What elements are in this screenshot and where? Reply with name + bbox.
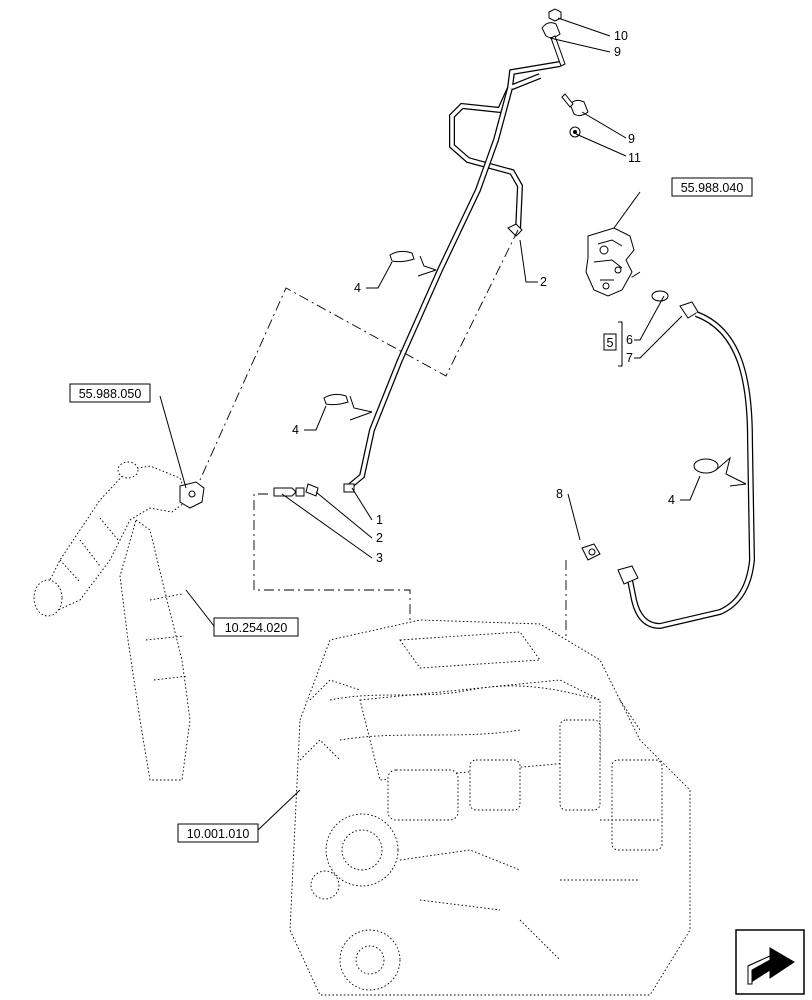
callout-2-lower: 2 [376, 531, 383, 545]
harness-cable [617, 301, 756, 630]
callout-10: 10 [614, 29, 628, 43]
pipe-fittings [273, 483, 355, 497]
svg-text:10.254.020: 10.254.020 [225, 621, 288, 635]
svg-text:5: 5 [607, 336, 614, 350]
callout-9-top: 9 [614, 45, 621, 59]
sensor-pipe [348, 35, 574, 489]
callout-1: 1 [376, 513, 383, 527]
cable-tie-right [693, 456, 747, 487]
upper-pipe-assembly [273, 8, 589, 497]
nox-sensor-module [585, 227, 635, 297]
ref-box-10-001-010[interactable]: 10.001.010 [177, 823, 259, 843]
ref-box-5[interactable]: 5 [603, 333, 617, 351]
cable-tie-middle [323, 393, 373, 421]
grommet [581, 543, 601, 561]
leader-lines [159, 17, 701, 831]
callout-4-middle: 4 [292, 423, 299, 437]
next-page-arrow-icon[interactable] [735, 929, 805, 995]
callout-6: 6 [626, 333, 633, 347]
exhaust-sensor [179, 481, 205, 509]
sensor-harness [581, 227, 756, 630]
ref-box-55-988-040[interactable]: 55.988.040 [671, 177, 753, 197]
ref-box-55-988-050[interactable]: 55.988.050 [69, 383, 151, 403]
ref-box-10-254-020[interactable]: 10.254.020 [213, 617, 299, 637]
engine [289, 619, 691, 996]
exhaust-pipe [33, 461, 205, 781]
bolt-part [541, 8, 562, 39]
callout-8: 8 [556, 487, 563, 501]
callout-9-clamp: 9 [628, 132, 635, 146]
o-ring [651, 290, 669, 302]
svg-text:55.988.040: 55.988.040 [681, 181, 744, 195]
callout-numbers: 10 9 9 11 2 4 4 1 2 3 6 7 8 4 [292, 29, 675, 565]
svg-text:10.001.010: 10.001.010 [187, 827, 250, 841]
callout-2-upper: 2 [540, 275, 547, 289]
cable-tie-upper [389, 250, 437, 277]
callout-11: 11 [628, 151, 641, 165]
callout-3: 3 [376, 551, 383, 565]
callout-4-upper: 4 [354, 281, 361, 295]
callout-4-right: 4 [668, 493, 675, 507]
svg-text:55.988.050: 55.988.050 [79, 387, 142, 401]
callout-7: 7 [626, 351, 633, 365]
clamp-part [569, 99, 589, 138]
